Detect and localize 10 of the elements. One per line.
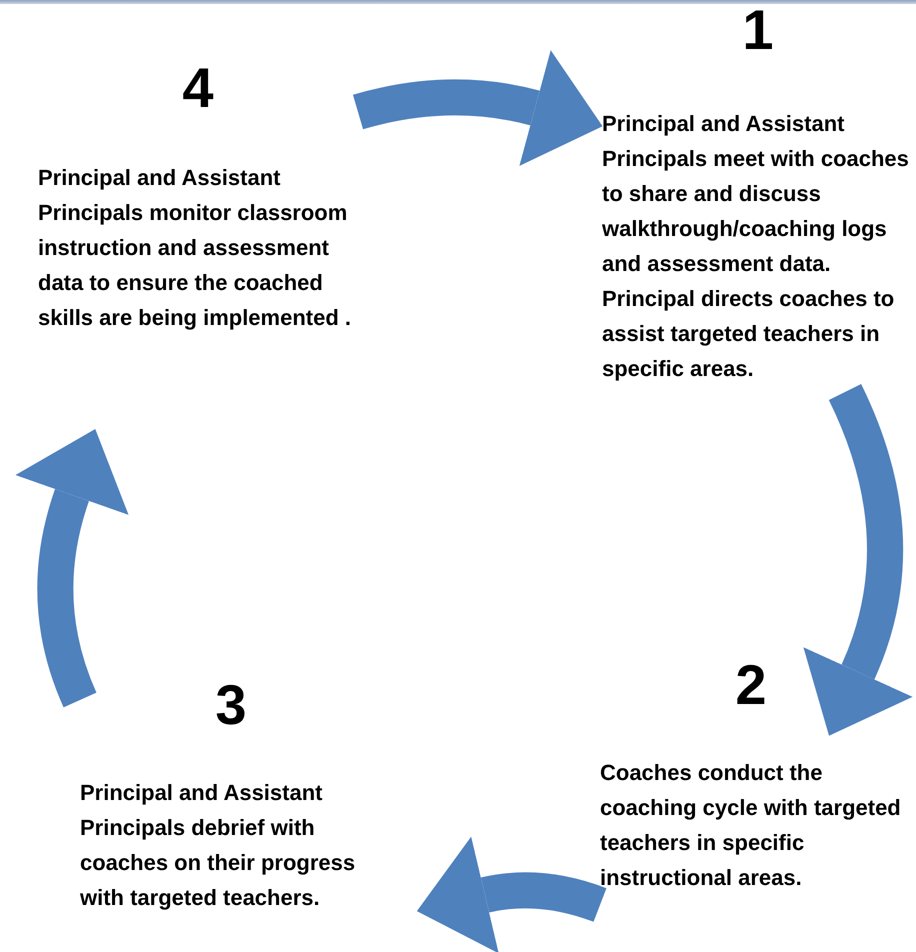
step-number: 2 <box>735 655 767 715</box>
step-description: Principal and Assistant Principals meet with coaches to share and discuss walkthrough/coaching logs and assessment data. Principal directs coaches to assist targeted teachers in specific areas. <box>602 110 910 383</box>
step-description: Principal and Assistant Principals monitor classroom instruction and assessment data to ensure the coached skills are being implemented . <box>38 164 352 332</box>
step-description: Principal and Assistant Principals debrief with coaches on their progress with targeted teachers. <box>80 779 356 912</box>
curved-arrow <box>802 384 914 737</box>
step-number: 1 <box>742 0 774 60</box>
step-description: Coaches conduct the coaching cycle with targeted teachers in specific instructional areas. <box>600 759 902 892</box>
step-number: 3 <box>215 675 247 735</box>
curved-arrow <box>353 50 603 166</box>
step-number: 4 <box>182 58 214 118</box>
